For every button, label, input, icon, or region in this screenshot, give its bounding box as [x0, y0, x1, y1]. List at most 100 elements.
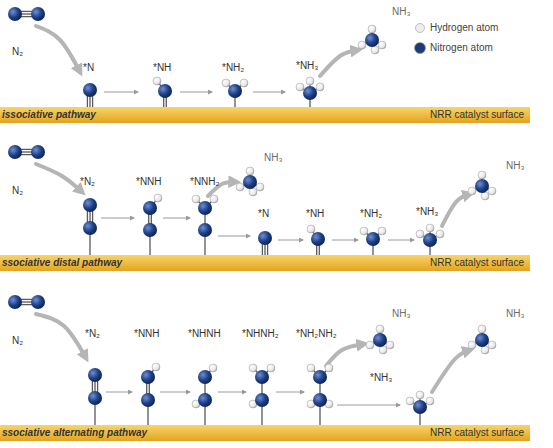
hydrogen-atom [256, 183, 264, 191]
hydrogen-atom [246, 167, 254, 175]
step-arrow [218, 236, 250, 237]
hydrogen-atom [296, 83, 304, 91]
hydrogen-atom [378, 41, 386, 49]
product-label: NH₃ [264, 152, 283, 164]
hydrogen-atom [236, 183, 244, 191]
legend-item: Hydrogen atom [414, 22, 498, 34]
nitrogen-atom [158, 84, 172, 98]
nitrogen-atom [313, 393, 327, 407]
nitrogen-atom [88, 391, 102, 405]
hydrogen-atom [481, 192, 489, 200]
species-label: *NHNH₂ [242, 328, 279, 340]
reaction-arrow [320, 50, 358, 76]
step-arrow [101, 218, 134, 219]
hydrogen-atom [306, 77, 314, 85]
hydrogen-atom [368, 25, 376, 33]
product-label: NH₃ [392, 308, 411, 320]
step-arrow [163, 218, 190, 219]
step-arrow [106, 392, 132, 393]
species-label: *NH [153, 62, 171, 74]
nitrogen-atom [31, 145, 45, 159]
nitrogen-atom [143, 223, 157, 237]
legend-swatch [416, 24, 425, 33]
nitrogen-atom [313, 370, 327, 384]
catalyst-surface-band: ssociative distal pathwayNRR catalyst su… [0, 255, 530, 271]
legend-text: Nitrogen atom [430, 42, 493, 54]
hydrogen-atom [210, 195, 218, 203]
nitrogen-atom [88, 368, 102, 382]
hydrogen-atom [379, 346, 387, 354]
species-label: *NH₂ [222, 62, 244, 74]
hydrogen-atom [478, 325, 486, 333]
legend-swatch [414, 42, 426, 54]
surface-label: NRR catalyst surface [430, 427, 524, 439]
hydrogen-atom [240, 79, 248, 87]
hydrogen-atom [488, 187, 496, 195]
hydrogen-atom [316, 83, 324, 91]
legend-text: Hydrogen atom [430, 22, 498, 34]
legend-swatch [414, 22, 426, 34]
nitrogen-atom [31, 7, 45, 21]
hydrogen-atom [209, 364, 217, 372]
nitrogen-atom [258, 231, 272, 245]
hydrogen-atom [192, 195, 200, 203]
hydrogen-atom [468, 187, 476, 195]
species-label: N₂ [12, 335, 23, 347]
catalyst-surface-band: ssociative alternating pathway NRR cataly… [0, 425, 530, 441]
reaction-arrow [442, 194, 470, 226]
nitrogen-atom [303, 86, 317, 100]
species-label: *NNH₂ [190, 176, 219, 188]
step-arrow [276, 392, 304, 393]
pathway-name: issociative pathway [2, 109, 96, 121]
step-arrow [332, 240, 358, 241]
hydrogen-atom [267, 364, 275, 372]
hydrogen-atom [376, 325, 384, 333]
nitrogen-atom [8, 7, 22, 21]
hydrogen-atom [426, 397, 434, 405]
species-label: *NH₂ [360, 208, 382, 220]
step-arrow [253, 92, 285, 93]
nitrogen-atom [198, 223, 212, 237]
hydrogen-atom [154, 194, 162, 202]
hydrogen-atom [222, 79, 230, 87]
legend-swatch [415, 43, 426, 54]
nitrogen-atom [255, 370, 269, 384]
species-label: *N [83, 62, 94, 74]
hydrogen-atom [360, 227, 368, 235]
nitrogen-atom [8, 145, 22, 159]
nitrogen-atom [198, 201, 212, 215]
hydrogen-atom [488, 341, 496, 349]
pathway-name: ssociative alternating pathway [2, 427, 147, 439]
product-label: NH₃ [506, 160, 525, 172]
reaction-arrow [36, 314, 86, 358]
species-label: *NH₂NH₂ [296, 328, 337, 340]
nitrogen-atom [255, 393, 269, 407]
hydrogen-atom [416, 230, 424, 238]
hydrogen-atom [249, 364, 257, 372]
nitrogen-atom [373, 333, 387, 347]
nitrogen-atom [243, 175, 257, 189]
step-arrow [104, 92, 138, 93]
step-arrow [218, 392, 246, 393]
nitrogen-atom [141, 370, 155, 384]
nitrogen-atom [141, 393, 155, 407]
hydrogen-atom [152, 363, 160, 371]
step-arrow [278, 240, 303, 241]
species-label: N₂ [12, 46, 23, 58]
hydrogen-atom [406, 397, 414, 405]
species-label: *NNH [134, 328, 160, 340]
species-label: *NH [306, 208, 324, 220]
hydrogen-atom [358, 41, 366, 49]
step-arrow [160, 392, 190, 393]
legend-item: Nitrogen atom [414, 42, 493, 54]
hydrogen-atom [426, 224, 434, 232]
nitrogen-atom [31, 295, 45, 309]
nitrogen-atom [423, 233, 437, 247]
species-label: *N₂ [85, 328, 100, 340]
species-label: *NH₃ [370, 372, 392, 384]
nitrogen-atom [198, 393, 212, 407]
nitrogen-atom [413, 400, 427, 414]
reaction-arrow [326, 344, 364, 366]
surface-label: NRR catalyst surface [430, 257, 524, 269]
